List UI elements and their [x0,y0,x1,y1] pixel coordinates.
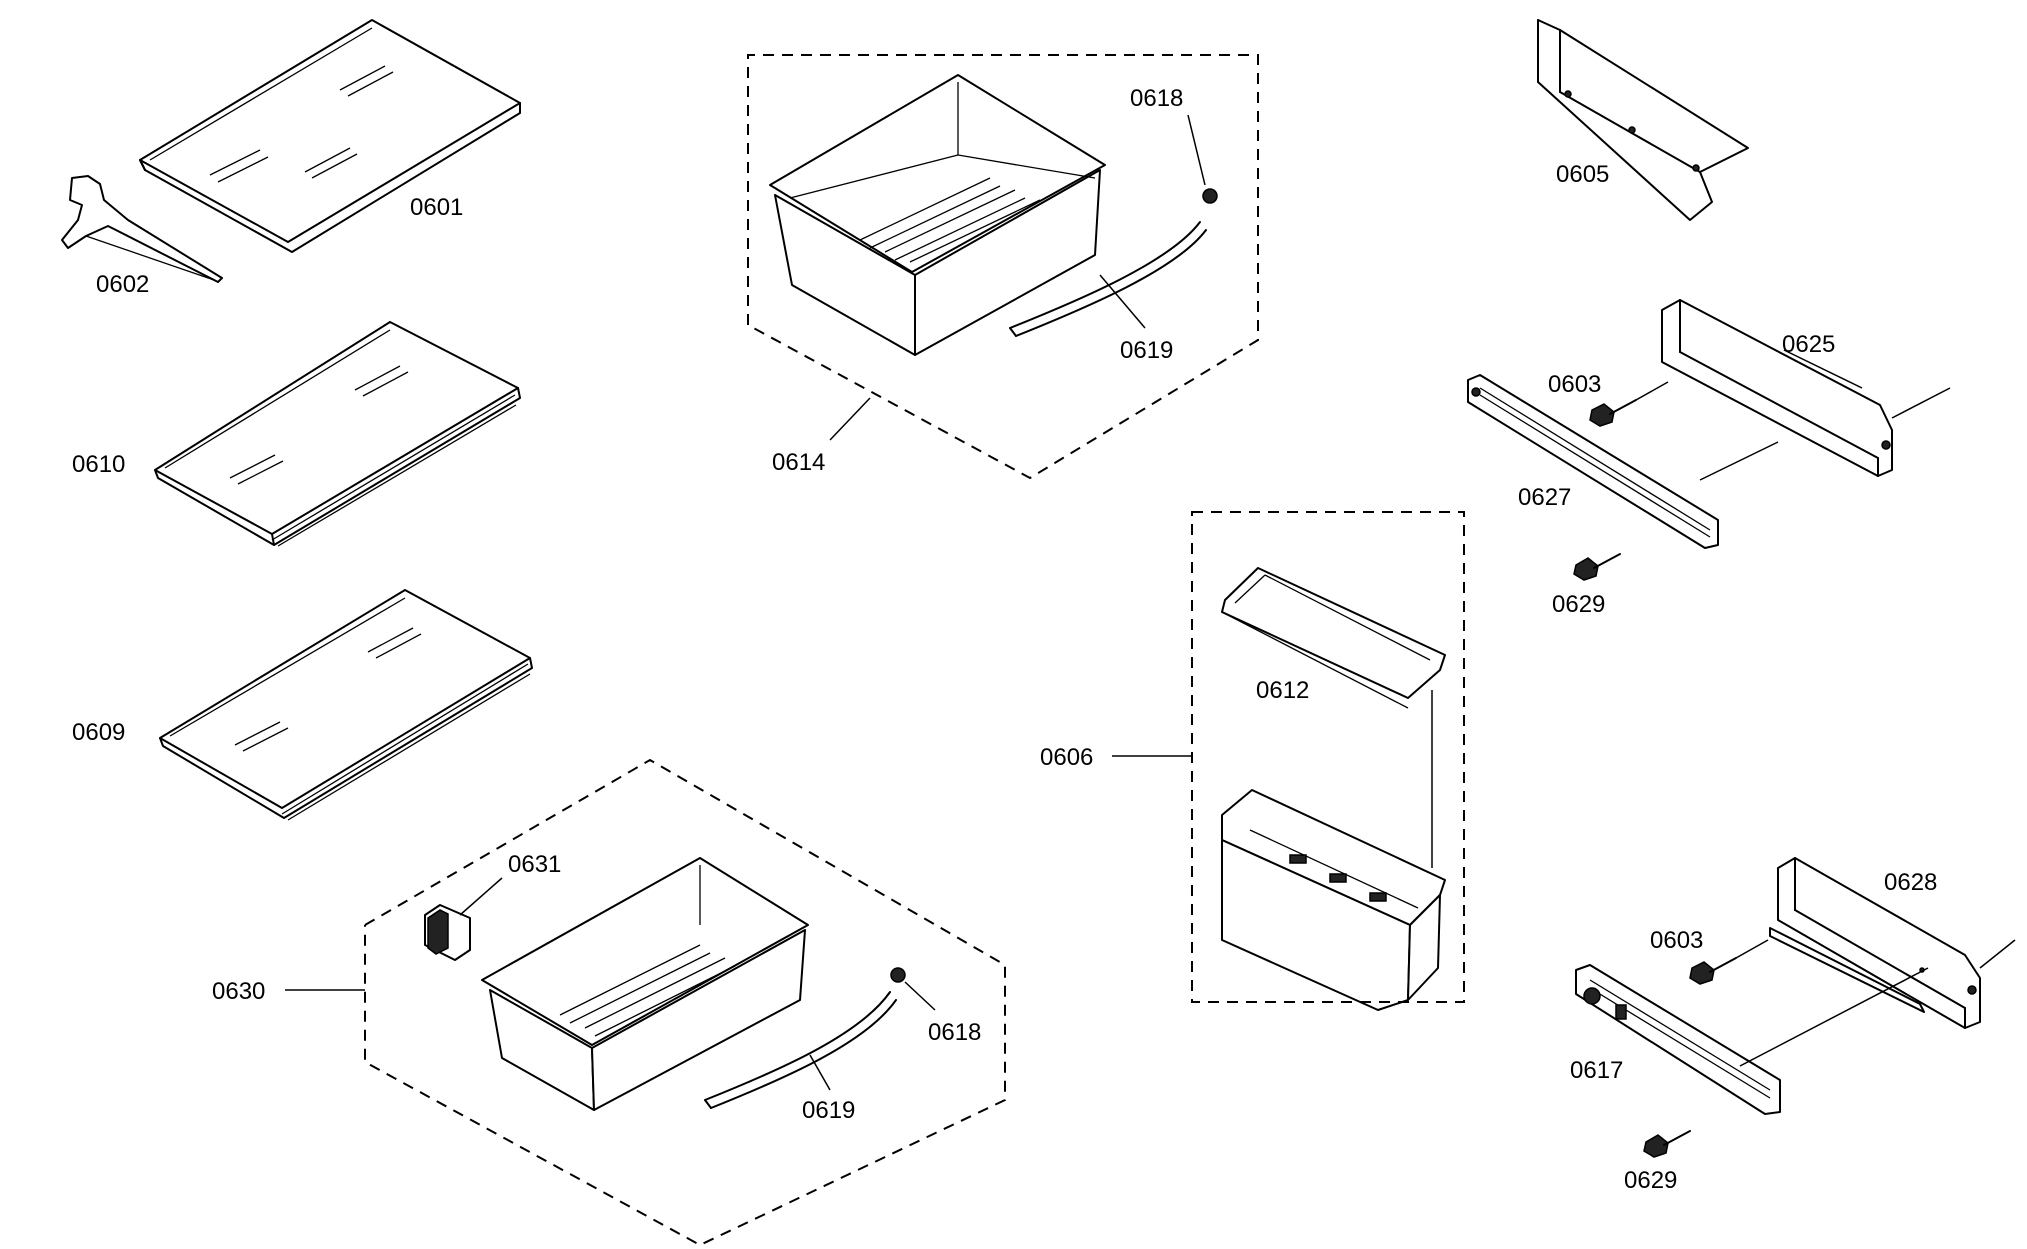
label-0610: 0610 [72,451,125,478]
leader-0619-top [1099,274,1146,329]
leader-0618-top [1187,114,1206,186]
label-0631: 0631 [508,851,561,878]
label-0628: 0628 [1884,869,1937,896]
crisper-drawer-0614[interactable] [769,74,1106,356]
label-0609: 0609 [72,719,125,746]
label-0625: 0625 [1782,331,1835,358]
label-0614: 0614 [772,449,825,476]
screw-0629-top[interactable] [1573,553,1621,581]
glass-shelf-0609[interactable] [159,589,533,821]
label-0618-bottom: 0618 [928,1019,981,1046]
slide-rail-0627[interactable] [1467,374,1719,549]
leader-0618-bottom [904,981,936,1011]
label-0601: 0601 [410,194,463,221]
divider-block-0631[interactable] [424,904,471,961]
seal-strip-0619-top[interactable] [1009,221,1207,337]
leader-0603-bottom [1735,939,1769,959]
leader-0625-right [1891,387,1951,419]
rail-cover-0605[interactable] [1537,19,1749,221]
leader-0603-top [1635,381,1669,401]
glass-shelf-0601[interactable] [139,19,521,253]
shelf-bracket-0602[interactable] [61,175,223,283]
label-0605: 0605 [1556,161,1609,188]
leader-0631 [459,877,503,916]
label-0603-top: 0603 [1548,371,1601,398]
label-0619-top: 0619 [1120,337,1173,364]
screw-0629-bottom[interactable] [1643,1130,1691,1158]
label-0602: 0602 [96,271,149,298]
kit-outline-0614 [747,54,1259,480]
crisper-bin-0606[interactable] [1221,789,1446,1011]
screw-0603-bottom[interactable] [1689,957,1737,985]
label-0629-bottom: 0629 [1624,1167,1677,1194]
label-0606: 0606 [1040,744,1093,771]
clip-0618-bottom[interactable] [890,967,906,983]
label-0603-bottom: 0603 [1650,927,1703,954]
seal-strip-0619-bottom[interactable] [704,991,897,1109]
clip-0618-top[interactable] [1202,188,1218,204]
label-0612: 0612 [1256,677,1309,704]
label-0619-bottom: 0619 [802,1097,855,1124]
glass-shelf-0610[interactable] [154,321,521,547]
label-0627: 0627 [1518,484,1571,511]
leader-0617 [1739,967,1929,1067]
label-0630: 0630 [212,978,265,1005]
kit-outline-0606 [1191,511,1465,1003]
leader-0627 [1699,441,1779,481]
slide-rail-0617[interactable] [1575,964,1781,1115]
label-0629-top: 0629 [1552,591,1605,618]
bin-lid-0612[interactable] [1221,567,1446,709]
label-0618-top: 0618 [1130,85,1183,112]
crisper-drawer-0630[interactable] [481,857,809,1111]
leader-0614 [829,397,871,441]
leader-0619-bottom [809,1054,831,1091]
slide-cover-0625[interactable] [1661,299,1893,477]
label-0617: 0617 [1570,1057,1623,1084]
leader-0628-right [1979,939,2016,969]
screw-0603-top[interactable] [1589,399,1637,427]
leader-0625 [1783,349,1863,389]
slide-cover-0628[interactable] [1769,857,1981,1029]
kit-outline-0630 [364,758,1006,1247]
